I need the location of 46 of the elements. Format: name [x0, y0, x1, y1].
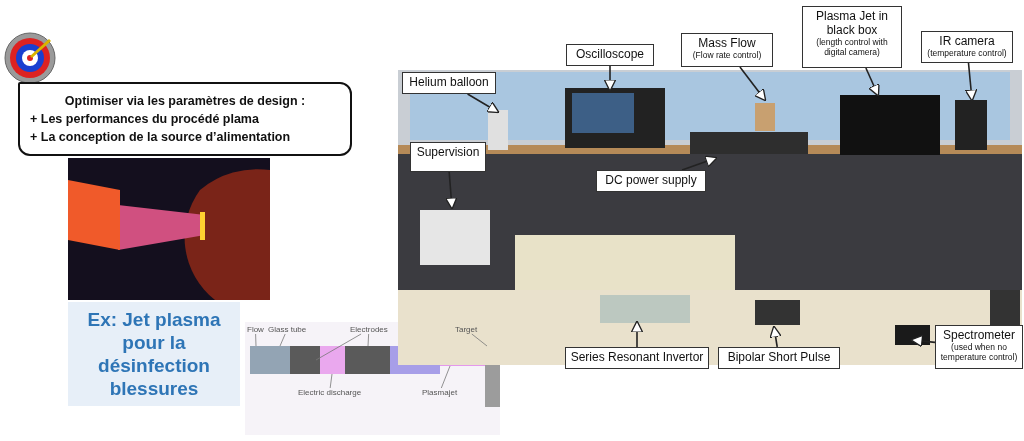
- callout-note: (Flow rate control): [691, 50, 763, 60]
- leader-arrow: [603, 65, 617, 92]
- leader-line: [440, 365, 451, 389]
- callout-title: Plasma Jet in black box: [815, 9, 889, 37]
- callout-title: Spectrometer: [942, 328, 1016, 342]
- leader-arrow: [865, 67, 880, 97]
- callout-note: (temperature control): [926, 48, 1008, 58]
- callout-box: [681, 33, 773, 67]
- callout-label: Series Resonant Invertor: [565, 347, 709, 369]
- leader-arrow: [444, 171, 458, 210]
- leader-arrow: [681, 155, 718, 171]
- part-label: Electric discharge: [298, 388, 362, 397]
- callout-label: DC power supply: [596, 170, 706, 192]
- callout-title: IR camera: [938, 34, 996, 48]
- callout-title: Mass Flow: [697, 36, 757, 50]
- part-label: Target: [455, 325, 478, 334]
- leader-arrow: [964, 62, 978, 102]
- leader-arrow: [769, 325, 782, 348]
- text-line: + Les performances du procédé plama: [30, 111, 260, 128]
- leader-arrow: [466, 93, 500, 114]
- leader-line: [329, 373, 333, 389]
- leader-arrow: [910, 334, 936, 348]
- part-label: Flow: [247, 325, 264, 334]
- part-label: Electrodes: [350, 325, 388, 334]
- callout-label: Helium balloon: [402, 72, 496, 94]
- callout-label: Bipolar Short Pulse: [718, 347, 840, 369]
- text-box: [18, 82, 352, 156]
- callout-label: Supervision: [410, 142, 486, 172]
- leader-line: [279, 333, 286, 347]
- caption-panel: Ex: Jet plasma pour la désinfection blessures: [68, 302, 240, 406]
- leader-line: [471, 333, 488, 347]
- callout-note: (length control with digital camera): [815, 37, 889, 57]
- leader-arrow: [630, 320, 644, 348]
- leader-line: [315, 333, 362, 361]
- callout-box: [935, 325, 1023, 369]
- leader-line: [367, 333, 370, 347]
- text-line: + La conception de la source d’alimentation: [30, 129, 292, 146]
- part-label: Glass tube: [268, 325, 307, 334]
- callout-box: [921, 31, 1013, 63]
- callout-box: [802, 6, 902, 68]
- leader-arrow: [739, 66, 767, 102]
- text-line: Optimiser via les paramètres de design :: [63, 93, 307, 110]
- leader-line: [255, 333, 257, 347]
- callout-note: (used when no temperature control): [939, 342, 1019, 362]
- part-label: Plasmajet: [422, 388, 458, 397]
- callout-label: Oscilloscope: [566, 44, 654, 66]
